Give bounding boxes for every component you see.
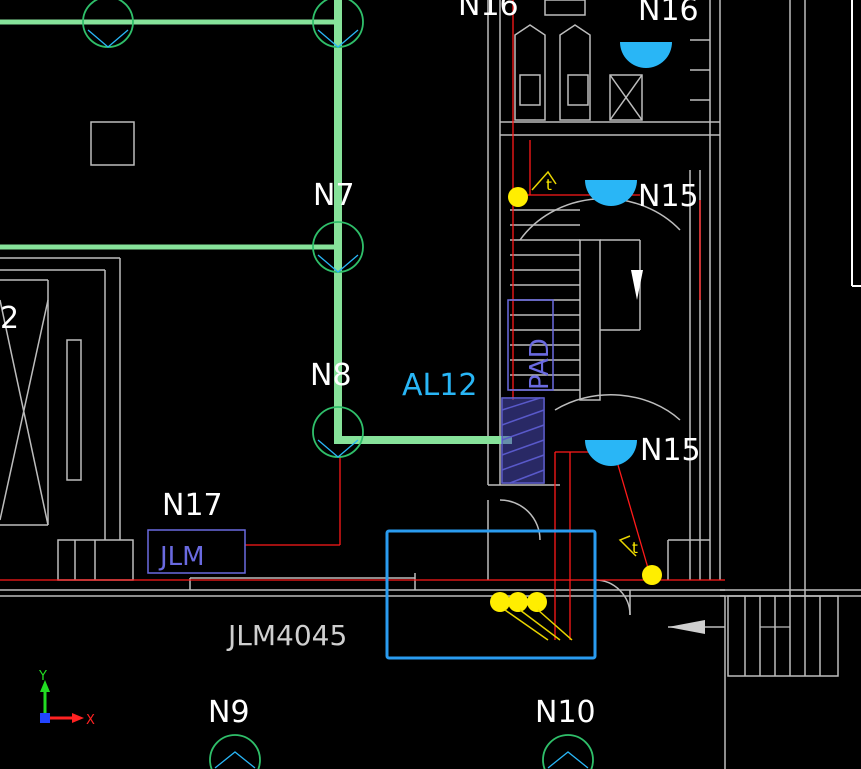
axis-x-label: X xyxy=(86,713,95,728)
yellow-devices xyxy=(490,170,662,641)
label-n8: N8 xyxy=(310,358,352,393)
sensor-icon xyxy=(490,592,510,612)
sensor-icon xyxy=(508,187,528,207)
label-al12: AL12 xyxy=(402,368,477,403)
label-n15-top: N15 xyxy=(638,179,699,214)
label-jlm: JLM xyxy=(158,542,205,572)
label-n17: N17 xyxy=(162,488,223,523)
label-n10: N10 xyxy=(535,695,596,730)
light-icon xyxy=(585,440,637,466)
label-2: 2 xyxy=(0,301,19,336)
light-icon xyxy=(620,42,672,68)
label-n15-mid: N15 xyxy=(640,433,701,468)
light-icon xyxy=(585,180,637,206)
red-wiring xyxy=(0,0,725,640)
light-fixtures xyxy=(585,42,672,466)
ucs-axis-icon: Y X xyxy=(38,669,95,728)
axis-y-label: Y xyxy=(38,669,47,684)
green-duct xyxy=(0,0,512,444)
label-n16-left: N16 xyxy=(458,0,519,23)
label-n7: N7 xyxy=(313,178,355,213)
label-t-top: t xyxy=(546,176,552,194)
label-t-right: t xyxy=(632,539,638,557)
stair-arrow xyxy=(631,270,643,300)
label-pad: PAD xyxy=(525,338,555,390)
column-marker-triangles xyxy=(87,29,589,769)
sensor-icon xyxy=(527,592,547,612)
pad-hatch xyxy=(502,398,544,483)
label-n9: N9 xyxy=(208,695,250,730)
sensor-icon xyxy=(508,592,528,612)
selection-box[interactable] xyxy=(385,529,597,660)
sensor-icon xyxy=(642,565,662,585)
arrow-marker xyxy=(668,620,790,634)
label-jlm4045: JLM4045 xyxy=(226,619,347,652)
label-n16-right: N16 xyxy=(638,0,699,28)
